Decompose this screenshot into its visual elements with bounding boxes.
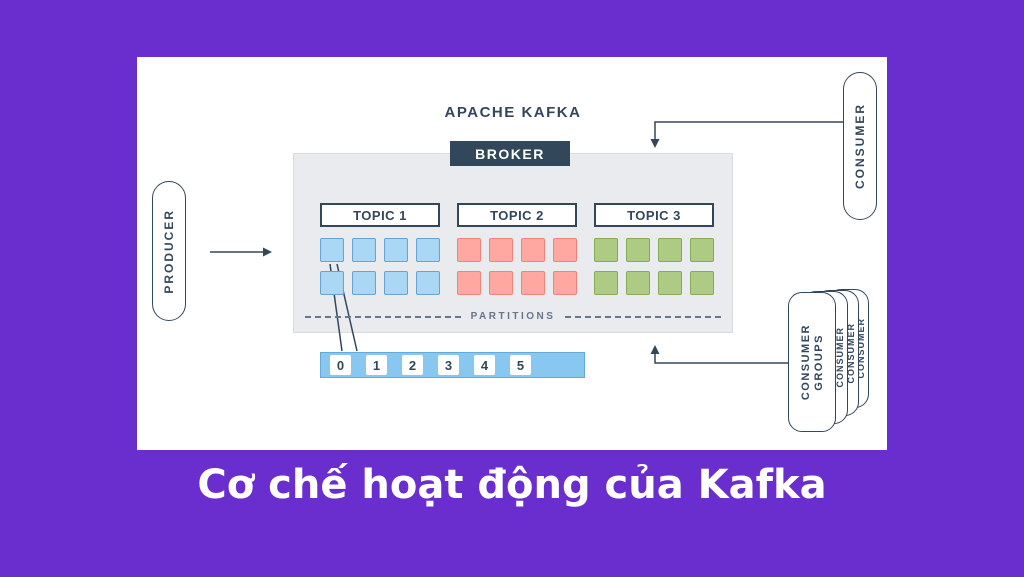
partition-squares-grid — [594, 238, 714, 295]
consumer-groups-node: CONSUMER GROUPS — [788, 292, 836, 432]
partition-square — [658, 238, 682, 262]
partition-square — [521, 238, 545, 262]
partition-square — [553, 271, 577, 295]
partition-square — [658, 271, 682, 295]
topics-row: TOPIC 1 TOPIC 2 TOPIC 3 — [320, 203, 714, 295]
topic-label: TOPIC 2 — [457, 203, 577, 227]
offset-cell: 4 — [474, 355, 495, 375]
partition-square — [553, 238, 577, 262]
partition-square — [457, 238, 481, 262]
producer-node: PRODUCER — [152, 181, 186, 321]
partition-square — [594, 238, 618, 262]
topic-column: TOPIC 2 — [457, 203, 577, 295]
offset-cell: 0 — [330, 355, 351, 375]
partition-square — [416, 271, 440, 295]
partition-square — [384, 271, 408, 295]
topic-label: TOPIC 3 — [594, 203, 714, 227]
broker-badge: BROKER — [450, 141, 570, 166]
partition-squares-grid — [320, 238, 440, 295]
partitions-divider: PARTITIONS — [305, 311, 722, 322]
partition-square — [690, 238, 714, 262]
partition-square — [489, 238, 513, 262]
partitions-label: PARTITIONS — [470, 311, 556, 322]
partition-square — [521, 271, 545, 295]
consumer-groups-label-line1: CONSUMER — [799, 323, 812, 401]
partitions-dash-left — [305, 315, 461, 318]
consumer-node: CONSUMER — [843, 72, 877, 220]
offset-cell: 2 — [402, 355, 423, 375]
partition-square — [320, 238, 344, 262]
partitions-dash-right — [565, 315, 722, 318]
consumer-label: CONSUMER — [853, 102, 867, 189]
partition-square — [690, 271, 714, 295]
topic-column: TOPIC 1 — [320, 203, 440, 295]
diagram-title: APACHE KAFKA — [444, 104, 582, 121]
partition-square — [626, 238, 650, 262]
partition-square — [320, 271, 344, 295]
offset-cell: 5 — [510, 355, 531, 375]
partition-square — [384, 238, 408, 262]
partition-square — [416, 238, 440, 262]
consumer-groups-label-line2: GROUPS — [812, 333, 825, 391]
partition-square — [457, 271, 481, 295]
partition-square — [489, 271, 513, 295]
partition-square — [352, 271, 376, 295]
caption: Cơ chế hoạt động của Kafka — [197, 462, 827, 508]
topic-column: TOPIC 3 — [594, 203, 714, 295]
partition-square — [352, 238, 376, 262]
partition-squares-grid — [457, 238, 577, 295]
topic-label: TOPIC 1 — [320, 203, 440, 227]
offset-cell: 1 — [366, 355, 387, 375]
partition-square — [594, 271, 618, 295]
producer-label: PRODUCER — [162, 208, 176, 294]
offset-cell: 3 — [438, 355, 459, 375]
partition-square — [626, 271, 650, 295]
consumer-group-card-label: CONSUMER — [835, 327, 845, 388]
